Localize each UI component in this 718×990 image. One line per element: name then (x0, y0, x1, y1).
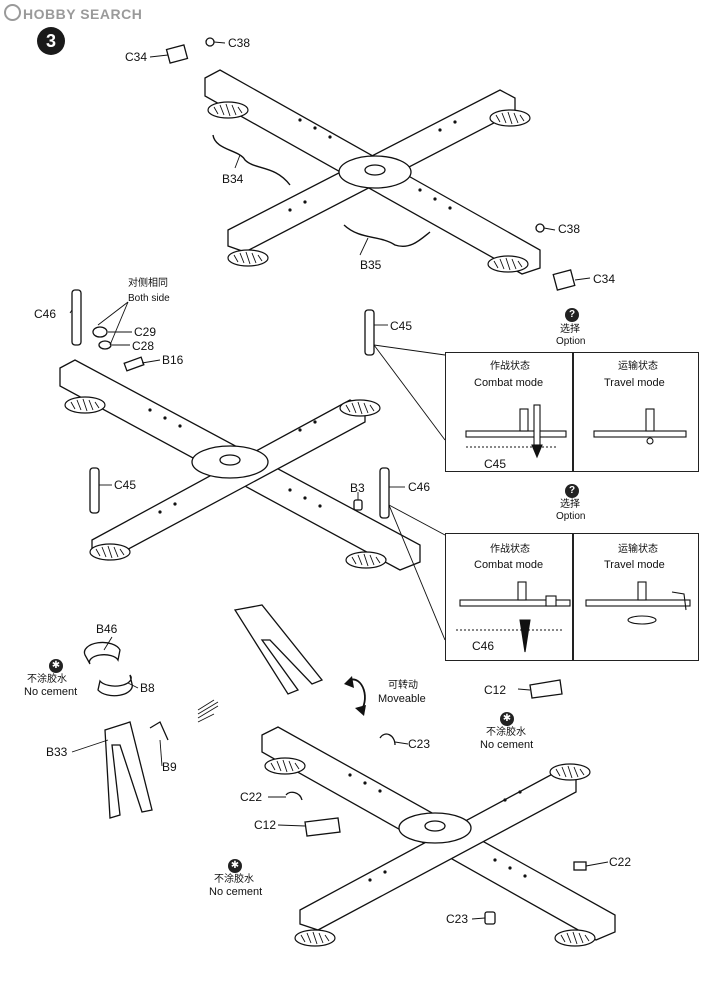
option-part-c46: C46 (472, 639, 495, 653)
travel-mode-en-2: Travel mode (604, 559, 665, 571)
part-label-c23-lower: C23 (446, 912, 469, 926)
option-help-icon: ? (565, 308, 579, 322)
next-step-arrow-icon (197, 699, 219, 723)
both-side-note-en: Both side (128, 293, 170, 304)
part-label-b33: B33 (46, 745, 68, 759)
part-label-c12-lower: C12 (254, 818, 277, 832)
option-box-c45: 作战状态 Combat mode 运输状态 Travel mode C45 (445, 352, 699, 472)
option-c46-drawing (456, 581, 691, 653)
option-label-en-2: Option (556, 511, 586, 522)
combat-mode-cn-2: 作战状态 (490, 544, 530, 555)
part-label-c28: C28 (132, 339, 155, 353)
part-label-c38: C38 (228, 36, 251, 50)
part-label-c23: C23 (408, 737, 431, 751)
part-label-b8: B8 (140, 681, 155, 695)
part-label-c22-right: C22 (609, 855, 632, 869)
part-label-b9: B9 (162, 760, 177, 774)
part-label-c12: C12 (484, 683, 507, 697)
moveable-note-cn: 可转动 (388, 680, 418, 691)
no-cement-en-2: No cement (480, 739, 534, 751)
diagram-3-frame (83, 604, 616, 941)
option-part-c45: C45 (484, 457, 507, 471)
diagram-3-leaders (71, 636, 609, 920)
combat-mode-en: Combat mode (474, 377, 544, 389)
no-cement-cn-3: 不涂胶水 (214, 874, 254, 885)
combat-mode-en-2: Combat mode (474, 559, 544, 571)
diagram-1-frame (165, 37, 576, 291)
watermark: HOBBY SEARCH (4, 4, 142, 22)
no-cement-icon: ✱ (49, 659, 63, 673)
diagram-2-frame (59, 289, 421, 571)
no-cement-icon-2: ✱ (500, 712, 514, 726)
part-label-c38-right: C38 (558, 222, 581, 236)
both-side-note-cn: 对侧相同 (128, 278, 168, 289)
no-cement-icon-3: ✱ (228, 859, 242, 873)
travel-mode-en: Travel mode (604, 377, 665, 389)
diagram-2-leaders (69, 301, 446, 641)
travel-mode-cn: 运输状态 (618, 361, 658, 372)
hobby-search-logo-icon (4, 4, 21, 21)
part-label-c34-right: C34 (593, 272, 616, 286)
part-label-b34: B34 (222, 172, 244, 186)
part-label-b3: B3 (350, 481, 365, 495)
part-label-c46-right: C46 (408, 480, 431, 494)
part-label-c46: C46 (34, 307, 57, 321)
part-label-b46: B46 (96, 622, 118, 636)
part-label-c45-lower: C45 (114, 478, 137, 492)
travel-mode-cn-2: 运输状态 (618, 544, 658, 555)
moveable-note-en: Moveable (378, 693, 426, 705)
part-label-c45: C45 (390, 319, 413, 333)
no-cement-en-3: No cement (209, 886, 263, 898)
option-label-cn-2: 选择 (560, 499, 580, 510)
combat-mode-cn: 作战状态 (490, 361, 530, 372)
diagram-1-leaders (149, 41, 591, 281)
option-box-c46: 作战状态 Combat mode 运输状态 Travel mode C46 (445, 533, 699, 661)
part-label-c22: C22 (240, 790, 263, 804)
watermark-text: HOBBY SEARCH (23, 6, 143, 22)
option-label-en: Option (556, 336, 586, 347)
part-label-b16: B16 (162, 353, 184, 367)
part-label-c34: C34 (125, 50, 148, 64)
part-label-b35: B35 (360, 258, 382, 272)
step-number-badge: 3 (37, 27, 65, 55)
no-cement-en: No cement (24, 686, 78, 698)
no-cement-cn: 不涂胶水 (27, 674, 67, 685)
no-cement-cn-2: 不涂胶水 (486, 727, 526, 738)
option-label-cn: 选择 (560, 324, 580, 335)
option-c45-drawing (465, 404, 687, 459)
part-label-c29: C29 (134, 325, 157, 339)
option-help-icon-2: ? (565, 484, 579, 498)
